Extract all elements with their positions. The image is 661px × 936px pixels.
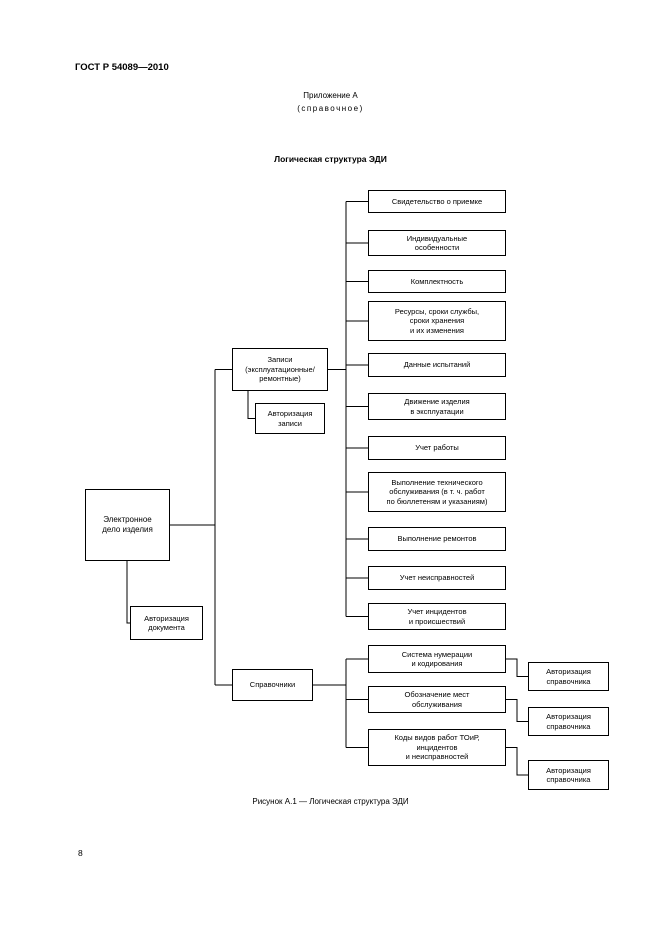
node-record-item: Выполнение ремонтов [368, 527, 506, 551]
node-record-item: Учет работы [368, 436, 506, 460]
figure-caption: Рисунок А.1 — Логическая структура ЭДИ [252, 797, 409, 806]
page-number: 8 [78, 848, 83, 858]
node-record-item: Выполнение технического обслуживания (в … [368, 472, 506, 512]
node-electronic-product-file: Электронное дело изделия [85, 489, 170, 561]
node-record-item: Индивидуальные особенности [368, 230, 506, 256]
node-directories: Справочники [232, 669, 313, 701]
node-record-item: Учет неисправностей [368, 566, 506, 590]
node-directory-authorization: Авторизация справочника [528, 707, 609, 736]
diagram-title: Логическая структура ЭДИ [274, 154, 387, 164]
node-record-item: Ресурсы, сроки службы, сроки хранения и … [368, 301, 506, 341]
node-directory-item: Обозначение мест обслуживания [368, 686, 506, 713]
node-document-authorization: Авторизация документа [130, 606, 203, 640]
node-directory-authorization: Авторизация справочника [528, 662, 609, 691]
node-record-item: Свидетельство о приемке [368, 190, 506, 213]
node-record-item: Комплектность [368, 270, 506, 293]
node-records: Записи (эксплуатационные/ ремонтные) [232, 348, 328, 391]
node-directory-authorization: Авторизация справочника [528, 760, 609, 790]
node-record-item: Учет инцидентов и происшествий [368, 603, 506, 630]
appendix-subtitle: (справочное) [297, 104, 364, 113]
node-record-item: Данные испытаний [368, 353, 506, 377]
appendix-title: Приложение А [303, 91, 358, 100]
node-record-authorization: Авторизация записи [255, 403, 325, 434]
node-record-item: Движение изделия в эксплуатации [368, 393, 506, 420]
document-header: ГОСТ Р 54089—2010 [75, 62, 169, 73]
node-directory-item: Система нумерации и кодирования [368, 645, 506, 673]
node-directory-item: Коды видов работ ТОиР, инцидентов и неис… [368, 729, 506, 766]
